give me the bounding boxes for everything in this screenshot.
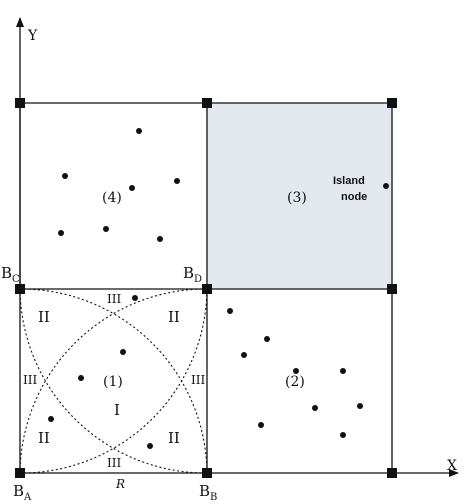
zone-label-two-top-right: II [168,308,180,326]
sensor-node [136,128,142,134]
node-label-bc: BC [1,264,20,285]
sensor-node [132,295,138,301]
corner-markers [15,98,397,478]
sensor-node [293,368,299,374]
sensor-nodes [48,128,389,449]
island-node-label-line2: node [341,191,367,203]
x-axis-label: X [447,458,457,474]
sensor-node [147,443,153,449]
sensor-node [312,405,318,411]
corner-square [202,284,212,294]
corner-square [387,98,397,108]
sensor-node [227,308,233,314]
corner-square [387,468,397,478]
radius-label: R [115,477,125,491]
island-node [383,183,389,189]
zone-label-two-bottom-left: II [38,429,50,447]
sensor-node [340,432,346,438]
region-label-3: (3) [287,190,307,206]
arc-from-bc [19,288,208,474]
sensor-node [78,375,84,381]
corner-square [387,284,397,294]
zone-label-one: I [114,401,120,419]
zone-label-two-top-left: II [38,308,50,326]
sensor-node [264,336,270,342]
sensor-node [258,422,264,428]
sensor-node [103,226,109,232]
zone-label-two-bottom-right: II [168,429,180,447]
node-label-ba: BA [13,482,32,503]
sensor-node [157,236,163,242]
island-cell-shading [207,103,392,289]
sensor-node [357,403,363,409]
y-axis-label: Y [27,28,38,44]
sensor-node [241,352,247,358]
corner-square [15,284,25,294]
sensor-node [174,178,180,184]
zone-label-three-left: III [23,373,37,387]
island-node-label: Island [333,175,365,187]
node-label-bd: BD [183,264,202,285]
arc-from-ba [19,288,208,474]
corner-square [202,468,212,478]
node-label-bb: BB [199,482,217,503]
region-label-2: (2) [285,374,305,390]
zone-label-three-top: III [107,292,121,306]
corner-square [15,98,25,108]
sensor-node [129,185,135,191]
sensor-node [120,349,126,355]
sensor-node [62,173,68,179]
zone-label-three-right: III [191,373,205,387]
region-label-1: (1) [103,374,123,390]
region-label-4: (4) [102,190,122,206]
sensor-node [340,368,346,374]
sensor-node [48,416,54,422]
corner-square [202,98,212,108]
arc-from-bd [19,288,208,474]
arc-from-bb [19,288,208,474]
coverage-arcs [19,288,208,474]
corner-square [15,468,25,478]
zone-label-three-bottom: III [107,456,121,470]
sensor-node [58,230,64,236]
